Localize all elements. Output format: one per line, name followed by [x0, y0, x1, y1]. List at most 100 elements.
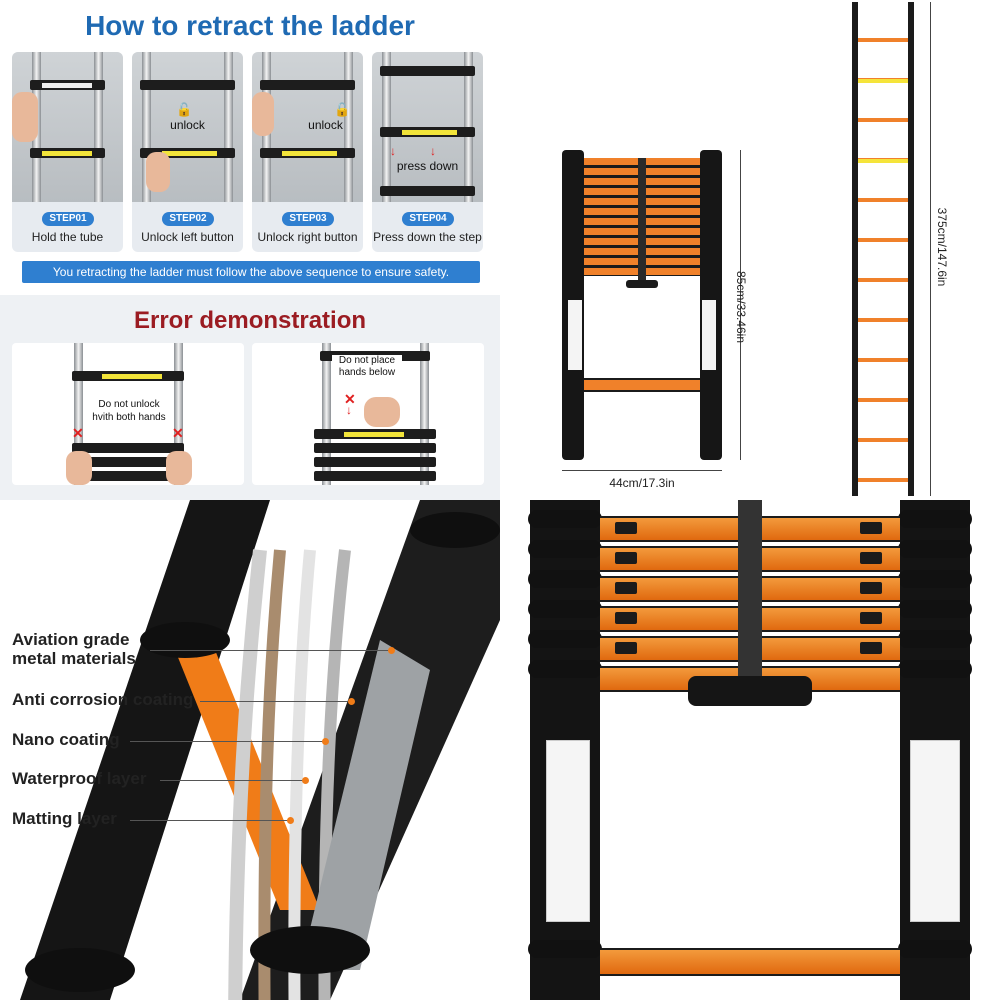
step-card-3: 🔓 unlock STEP03 Unlock right button: [252, 52, 363, 252]
warning-label: [568, 300, 582, 370]
tube-ring: [250, 926, 370, 974]
rail-ring: [528, 600, 602, 618]
arrow-down-icon: ↓: [390, 144, 396, 158]
leader-line: [200, 701, 350, 702]
leader-dot: [287, 817, 294, 824]
ladder-closeup-panel: [500, 500, 1000, 1000]
rail-ring: [898, 540, 972, 558]
rung-clip: [860, 552, 882, 564]
rung-clip: [860, 612, 882, 624]
error-note-line1: Do not unlock: [98, 399, 160, 410]
safety-note-bar: You retracting the ladder must follow th…: [22, 261, 480, 283]
rail-ring: [898, 510, 972, 528]
arrow-down-icon: ↓: [430, 144, 436, 158]
matting-layer: [300, 640, 430, 970]
ladder-rung: [600, 948, 900, 976]
step-photo: 🔓 unlock: [252, 52, 363, 202]
ladder-rung: [314, 443, 436, 453]
step-note: unlock: [308, 118, 343, 132]
ladder-rung: [584, 378, 700, 392]
retract-title: How to retract the ladder: [85, 10, 415, 41]
ladder-rail: [420, 343, 429, 485]
rung-label: [42, 151, 92, 156]
step-photo: ↓ ↓ press down: [372, 52, 483, 202]
ladder-rail: [908, 2, 914, 496]
rail-ring: [528, 540, 602, 558]
error-card-1: Do not unlock hvith both hands ✕ ✕: [12, 343, 244, 485]
ladder-rail: [142, 52, 151, 202]
warning-label: [702, 300, 716, 370]
ladder-rail: [174, 343, 183, 485]
ladder-rung: [260, 80, 355, 90]
rung-label: [858, 159, 908, 163]
rung-label: [402, 130, 457, 135]
extended-height-label: 375cm/147.6in: [935, 207, 949, 287]
leader-dot: [348, 698, 355, 705]
leader-dot: [388, 647, 395, 654]
handle: [626, 280, 658, 288]
rung-label: [42, 83, 92, 88]
layer-label-line: Aviation grade: [12, 630, 130, 649]
padlock-icon: 🔓: [334, 102, 351, 117]
strap: [738, 500, 762, 680]
leader-dot: [302, 777, 309, 784]
ladder-rail: [322, 343, 331, 485]
step-label: Unlock left button: [141, 230, 234, 244]
ladder-rung: [314, 457, 436, 467]
ladder-rung: [140, 80, 235, 90]
cross-icon: ✕: [72, 425, 84, 441]
retracted-height-label: 85cm/33.46in: [734, 270, 748, 344]
error-note-line1: Do not place: [332, 355, 402, 366]
extended-rungs: [858, 2, 908, 496]
rung-label: [344, 432, 404, 437]
arrow-down-icon: ↓: [346, 403, 352, 417]
ladder-rail: [94, 52, 103, 202]
rung-label: [162, 151, 217, 156]
width-label: 44cm/17.3in: [609, 476, 675, 490]
hand-icon: [146, 152, 170, 192]
extended-height-dimension-line: [930, 2, 931, 496]
rung-label: [858, 79, 908, 83]
leader-line: [150, 650, 390, 651]
retracted-ladder: [562, 150, 722, 460]
step-photo: 🔓 unlock: [132, 52, 243, 202]
hand-icon: [252, 92, 274, 136]
ladder-rung: [380, 66, 475, 76]
error-note-line2: hvith both hands: [92, 412, 166, 423]
ladder-rail: [852, 2, 858, 496]
tube-ring: [410, 512, 500, 548]
layer-label-matting: Matting layer: [12, 809, 117, 828]
step-card-1: STEP01 Hold the tube: [12, 52, 123, 252]
step-badge: STEP02: [162, 212, 214, 226]
rung-clip: [615, 642, 637, 654]
ladder-rung: [72, 457, 184, 467]
step-label: Press down the step: [373, 230, 482, 244]
rung-clip: [615, 582, 637, 594]
hand-icon: [364, 397, 400, 427]
height-dimension-line: [740, 150, 741, 460]
rail-ring: [528, 510, 602, 528]
ladder-rail: [74, 343, 83, 485]
leader-line: [160, 780, 305, 781]
hand-icon: [66, 451, 92, 485]
hand-icon: [12, 92, 38, 142]
rail-ring: [898, 940, 972, 958]
metal-layer: [228, 549, 267, 1000]
step-label: Unlock right button: [257, 230, 358, 244]
error-card-2: Do not place hands below ✕ ↓: [252, 343, 484, 485]
rail-ring: [898, 570, 972, 588]
tube-ring: [140, 622, 230, 658]
strap: [638, 158, 646, 282]
error-title: Error demonstration: [133, 307, 367, 334]
layer-label-line: metal materials: [12, 649, 136, 668]
ladder-rung: [72, 443, 184, 453]
padlock-icon: 🔓: [176, 102, 193, 117]
step-card-2: 🔓 unlock STEP02 Unlock left button: [132, 52, 243, 252]
rung-label: [282, 151, 337, 156]
rail-ring: [528, 660, 602, 678]
step-card-4: ↓ ↓ press down STEP04 Press down the ste…: [372, 52, 483, 252]
extended-ladder: [852, 2, 914, 496]
material-layers-panel: Aviation grade metal materials Anti corr…: [0, 500, 500, 1000]
cross-icon: ✕: [344, 391, 356, 407]
ladder-rung: [380, 186, 475, 196]
